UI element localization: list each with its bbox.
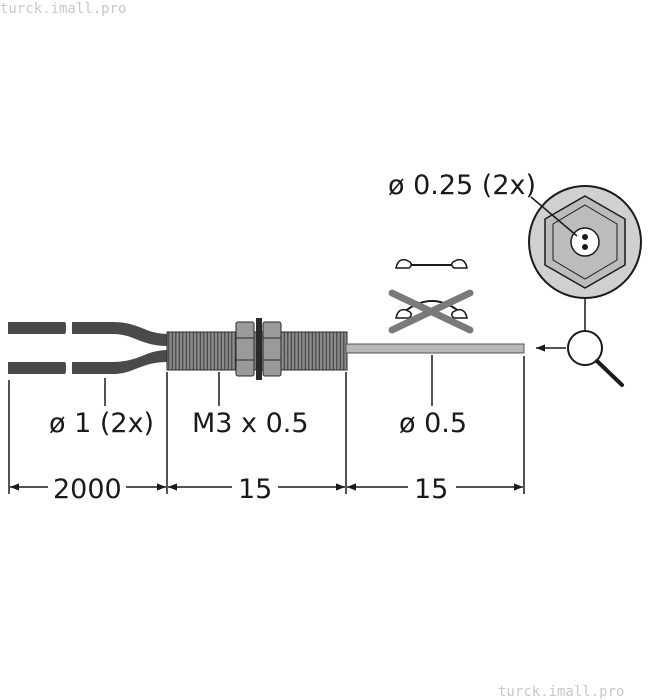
dim-housing-length: 15 — [238, 474, 272, 505]
probe-diameter-label: ø 0.5 — [399, 408, 467, 439]
hex-nut-left — [235, 321, 255, 377]
bend-allowed-icon — [395, 258, 468, 269]
fiber-cables — [8, 321, 168, 375]
cable-diameter-label: ø 1 (2x) — [49, 408, 154, 439]
watermark-top: turck.imall.pro — [0, 1, 126, 17]
probe-tube — [345, 343, 525, 354]
dim-cable-length: 2000 — [53, 474, 122, 505]
magnifier-icon — [567, 330, 624, 387]
washer — [256, 318, 262, 380]
bend-forbidden-icon — [388, 289, 474, 334]
fiber-core-label: ø 0.25 (2x) — [388, 170, 536, 201]
threaded-housing — [166, 318, 348, 380]
hex-end-view-icon — [528, 185, 642, 299]
hex-nut-right — [262, 321, 282, 377]
thread-label: M3 x 0.5 — [192, 408, 309, 439]
dim-probe-length: 15 — [414, 474, 448, 505]
watermark-bottom: turck.imall.pro — [498, 684, 624, 700]
